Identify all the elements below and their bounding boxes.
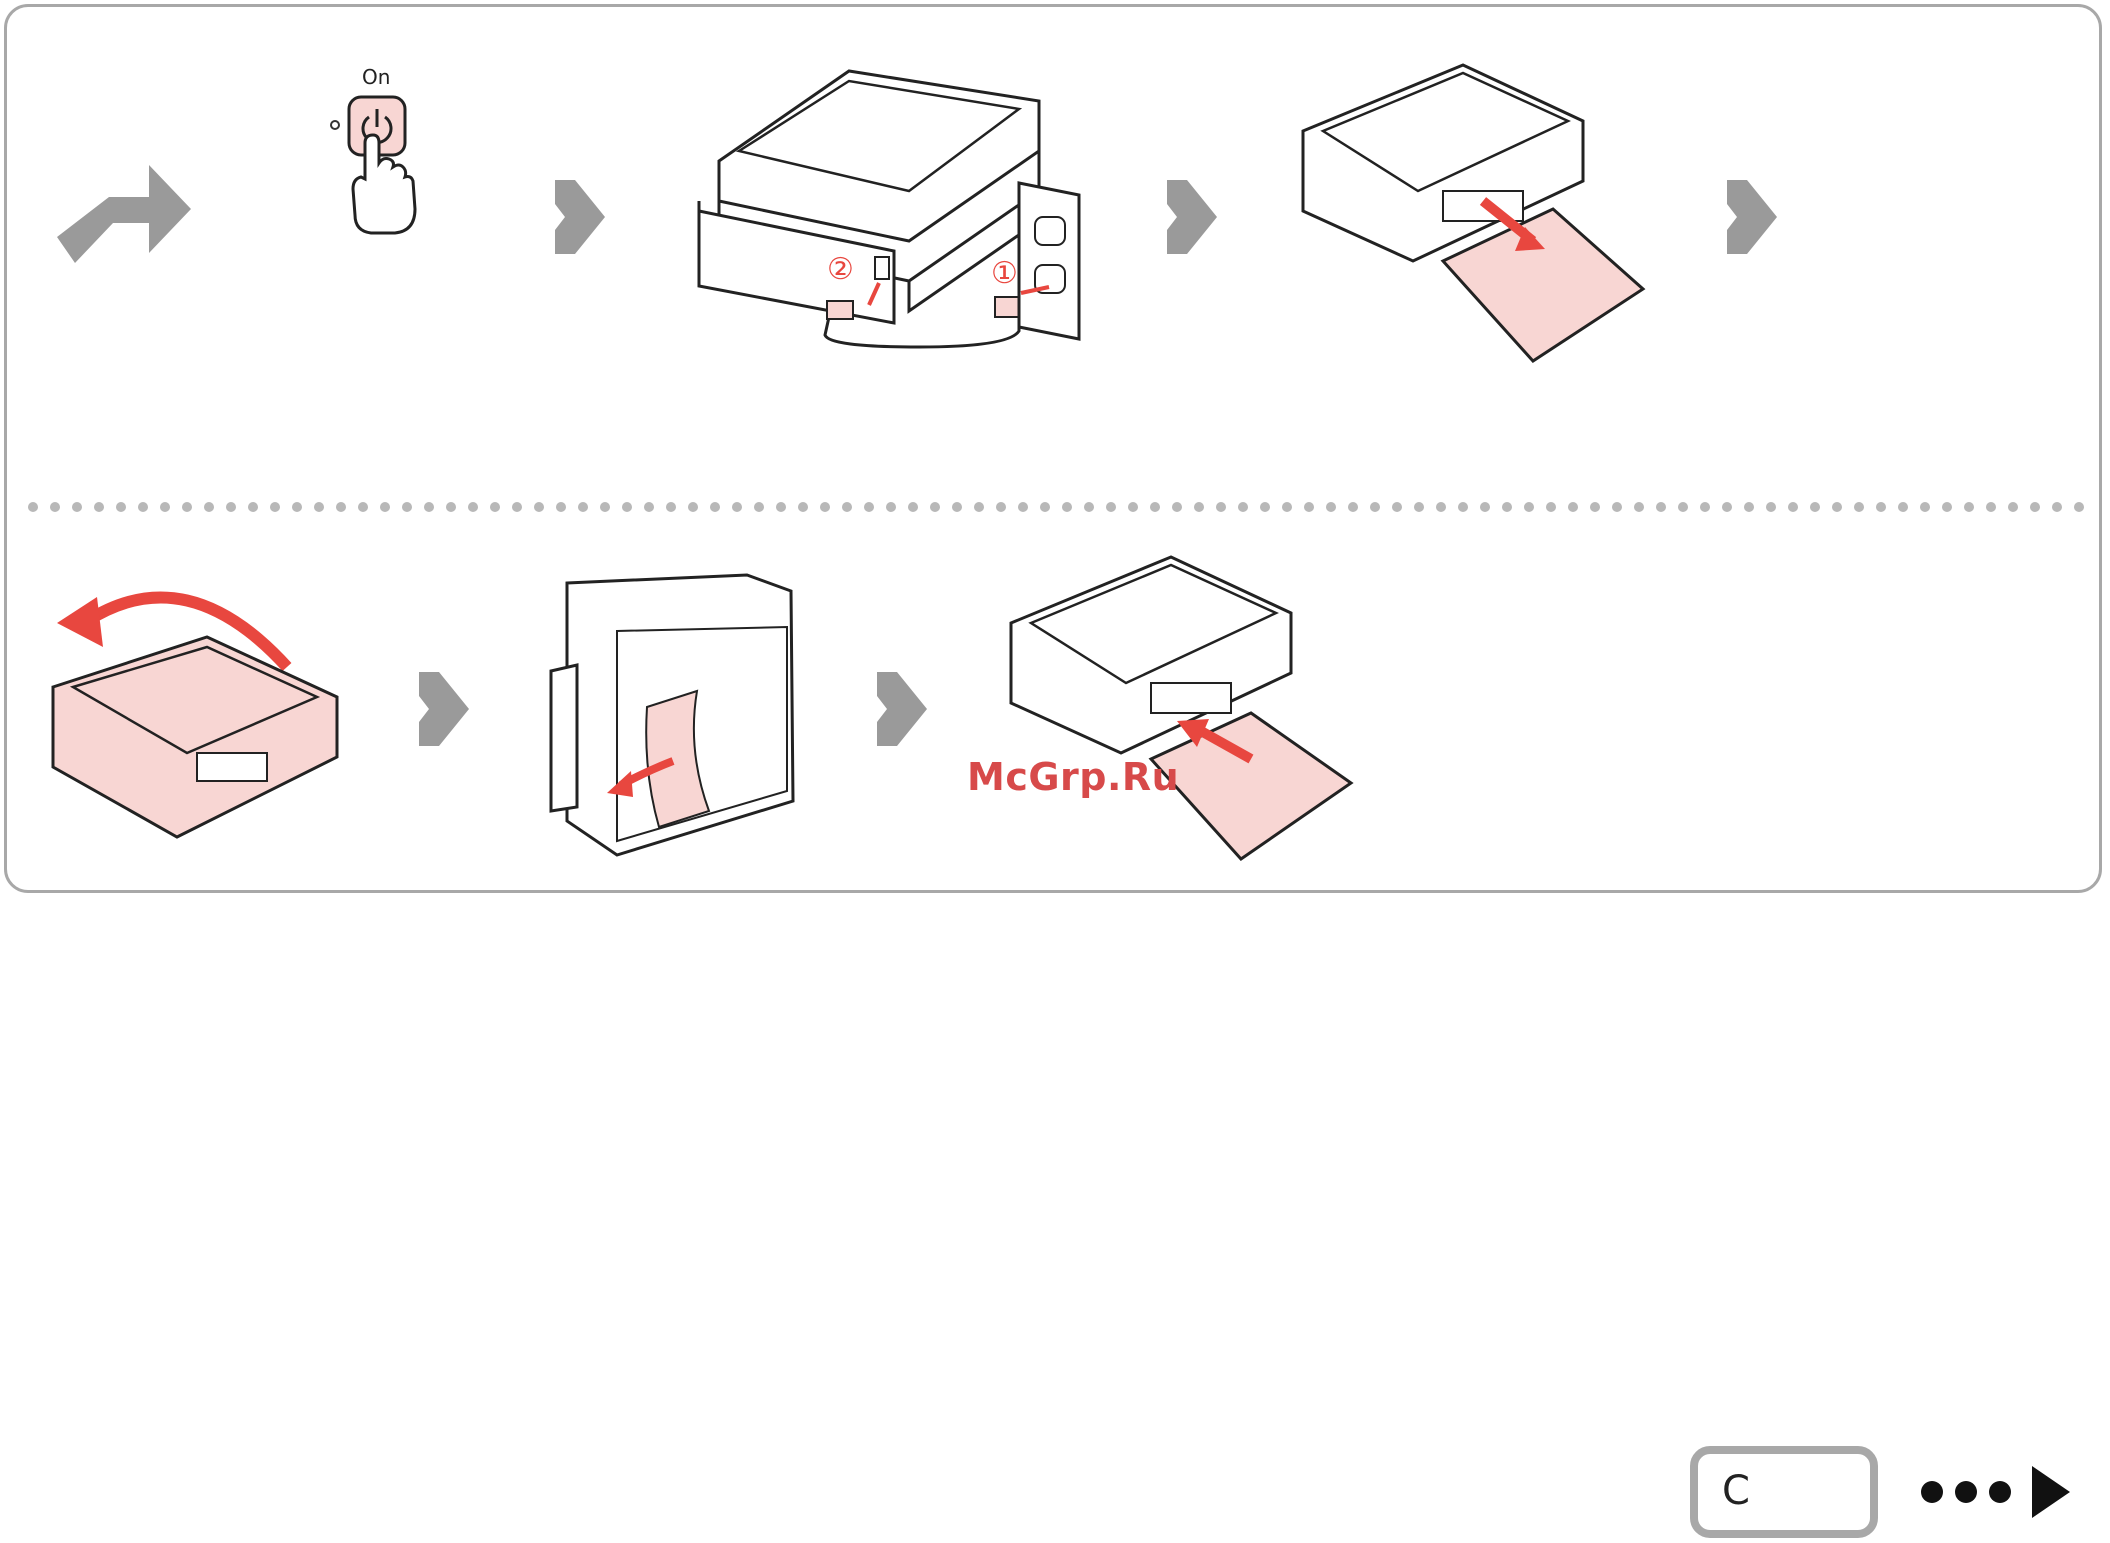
play-arrow-icon [2032, 1466, 2070, 1518]
next-step-arrow-icon [417, 662, 471, 756]
printer-step-number: ② [827, 252, 854, 287]
dotted-separator [27, 499, 2087, 515]
power-button-label: On [362, 65, 390, 89]
section-letter: C [1722, 1468, 1750, 1514]
section-tab[interactable]: C [1690, 1446, 1878, 1538]
outlet-step-number: ① [991, 256, 1018, 291]
printer-insert-cassette-figure [1001, 553, 1361, 863]
watermark: McGrp.Ru [967, 755, 1179, 799]
remove-jammed-paper-figure [547, 571, 807, 861]
next-step-arrow-icon [553, 170, 607, 264]
return-arrow-icon [49, 157, 199, 272]
next-step-arrow-icon [1165, 170, 1219, 264]
next-step-arrow-icon [875, 662, 929, 756]
next-step-arrow-icon [1725, 170, 1779, 264]
printer-unplug-figure: ② ① [679, 61, 1099, 371]
more-dots-icon [1921, 1481, 1943, 1503]
power-button-figure [325, 91, 435, 241]
printer-flip-figure [47, 577, 347, 847]
instruction-panel: On ② ① [4, 4, 2102, 893]
printer-remove-cassette-figure [1293, 61, 1653, 371]
next-page-control[interactable] [1920, 1462, 2080, 1522]
